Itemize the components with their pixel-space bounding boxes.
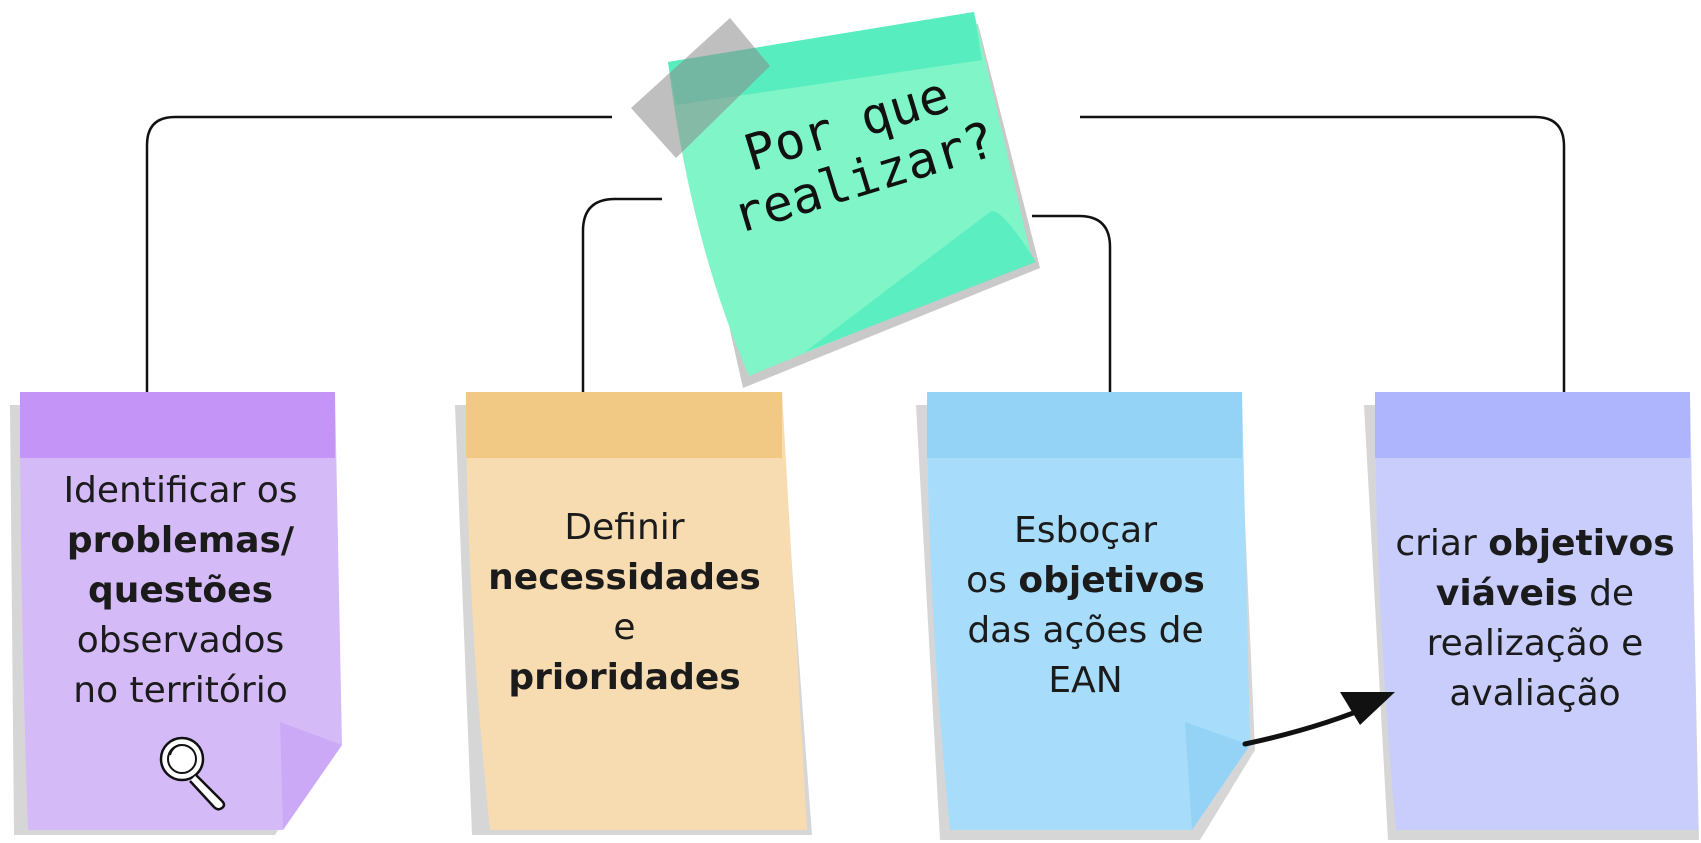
note-orange-text: Definir necessidades e prioridades: [472, 503, 777, 703]
note-line: os objetivos: [966, 560, 1205, 601]
note-line: avaliação: [1449, 673, 1621, 714]
note-line: das ações de: [967, 610, 1204, 651]
note-line: no território: [73, 670, 288, 711]
connector-left-outer: [145, 115, 612, 392]
note-line: Definir: [564, 507, 685, 548]
connector-right-outer: [1080, 115, 1566, 392]
note-line: criar objetivos: [1395, 523, 1675, 564]
magnifier-icon: [159, 736, 226, 811]
tape-icon: [631, 18, 770, 158]
note-line: EAN: [1048, 660, 1123, 701]
note-blue-text: Esboçar os objetivos das ações de EAN: [933, 506, 1238, 706]
connector-right-inner: [1032, 214, 1112, 392]
title-note: [631, 12, 1040, 388]
note-line: observados: [76, 620, 285, 661]
note-purple: [10, 392, 342, 835]
arrow-icon: [1242, 692, 1395, 747]
note-line: prioridades: [508, 657, 741, 698]
note-line: Esboçar: [1013, 510, 1158, 551]
note-line: necessidades: [488, 557, 761, 598]
note-line: Identificar os: [63, 470, 298, 511]
connector-left-inner: [581, 197, 662, 392]
note-lavender-text: criar objetivos viáveis de realização e …: [1380, 519, 1690, 719]
note-line: viáveis de: [1435, 573, 1635, 614]
note-blue: [916, 392, 1255, 840]
note-line: e: [613, 607, 636, 648]
note-line: questões: [87, 570, 274, 611]
note-purple-text: Identificar os problemas/ questões obser…: [28, 466, 333, 716]
note-line: realização e: [1426, 623, 1644, 664]
note-orange: [455, 392, 812, 835]
note-line: problemas/: [66, 520, 295, 561]
note-lavender: [1364, 392, 1699, 840]
